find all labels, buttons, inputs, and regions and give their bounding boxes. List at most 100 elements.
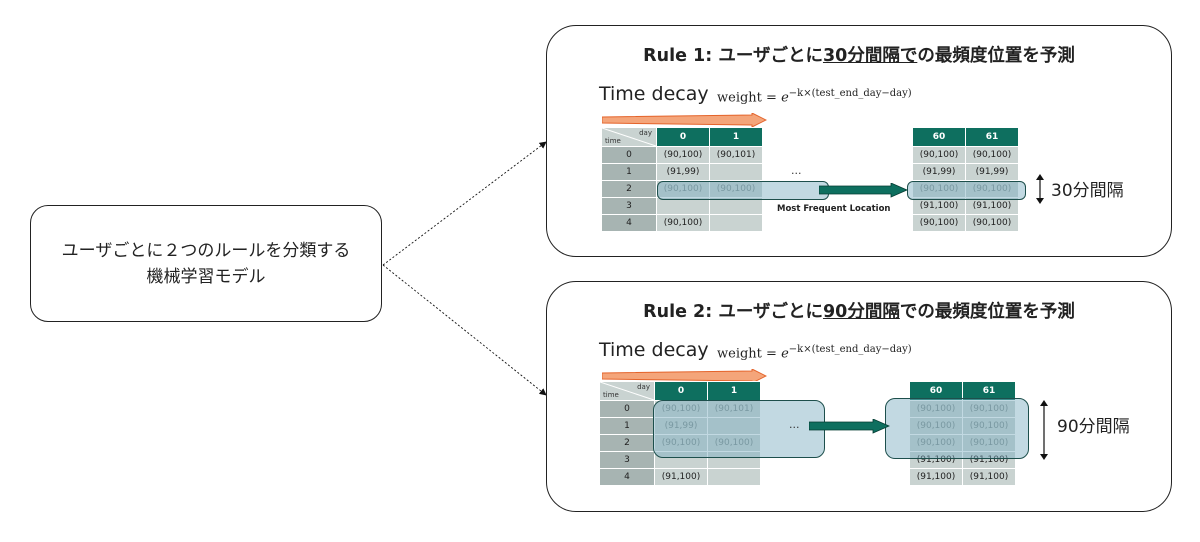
location-cell (707, 468, 761, 486)
location-cell: (91,100) (654, 468, 708, 486)
time-decay-arrow (602, 113, 767, 127)
location-cell: (91,100) (962, 451, 1016, 469)
location-cell: (90,100) (965, 180, 1019, 198)
location-cell: (91,99) (965, 163, 1019, 181)
day-header: 0 (654, 381, 708, 401)
location-cell: (90,100) (912, 214, 966, 232)
most-frequent-location-label: Most Frequent Location (777, 204, 891, 214)
table-row: (91,99)(91,99) (912, 163, 1019, 181)
location-cell (707, 451, 761, 469)
location-cell (656, 197, 710, 215)
rule2-highlight-right (885, 398, 1029, 459)
model-line1: ユーザごとに２つのルールを分類する (61, 240, 351, 261)
location-cell: (90,100) (965, 214, 1019, 232)
arrow-to-rule2 (382, 264, 547, 396)
table-row: (91,100)(91,100) (912, 197, 1019, 215)
rule2-table-right: 60 61 (90,100)(90,100) (90,100)(90,100) … (909, 381, 1016, 486)
location-cell: (91,100) (912, 197, 966, 215)
location-cell (709, 197, 763, 215)
rule1-green-arrow (819, 183, 908, 198)
day-header: 60 (912, 127, 966, 147)
rule1-interval-label: 30分間隔 (1051, 181, 1124, 201)
rule2-interval-label: 90分間隔 (1057, 417, 1130, 437)
table-row: 3 (601, 197, 763, 215)
weight-formula: weight = e−k×(test_end_day−day) (717, 344, 912, 362)
rule2-panel: Rule 2: ユーザごとに90分間隔での最頻度位置を予測 Time decay… (546, 281, 1172, 512)
table-row: (90,100)(90,100) (912, 214, 1019, 232)
time-cell: 3 (601, 197, 657, 215)
location-cell: (90,100) (656, 214, 710, 232)
rule2-highlight-left (653, 400, 825, 458)
model-line2: 機械学習モデル (146, 266, 266, 287)
time-cell: 2 (601, 180, 657, 198)
table-row: 1(91,99) (601, 163, 763, 181)
time-cell: 3 (599, 451, 655, 469)
time-decay-label: Time decay (599, 339, 709, 361)
location-cell (709, 214, 763, 232)
table-row: 1(91,99) (599, 417, 761, 435)
day-header: 1 (707, 381, 761, 401)
rule1-interval-bracket (1036, 174, 1044, 204)
day-header: 61 (962, 381, 1016, 401)
table-row: 0(90,100)(90,101) (599, 400, 761, 418)
rule1-title: Rule 1: ユーザごとに30分間隔での最頻度位置を予測 (643, 46, 1075, 66)
time-cell: 4 (601, 214, 657, 232)
location-cell (654, 451, 708, 469)
time-cell: 2 (599, 434, 655, 452)
table-header-row: 60 61 (909, 381, 1016, 401)
table-row: 2(90,100)(90,100) (599, 434, 761, 452)
rule1-panel: Rule 1: ユーザごとに30分間隔での最頻度位置を予測 Time decay… (546, 25, 1172, 257)
location-cell: (90,101) (709, 146, 763, 164)
location-cell (709, 163, 763, 181)
time-cell: 4 (599, 468, 655, 486)
location-cell (707, 417, 761, 435)
weight-formula: weight = e−k×(test_end_day−day) (717, 88, 912, 106)
location-cell: (91,99) (912, 163, 966, 181)
location-cell: (90,100) (912, 146, 966, 164)
time-cell: 1 (601, 163, 657, 181)
location-cell: (90,101) (707, 400, 761, 418)
location-cell: (90,100) (909, 417, 963, 435)
time-decay-arrow (602, 369, 767, 383)
rule2-green-arrow (809, 419, 890, 434)
location-cell: (90,100) (962, 434, 1016, 452)
time-cell: 1 (599, 417, 655, 435)
location-cell: (91,100) (965, 197, 1019, 215)
table-row: (90,100)(90,100) (909, 434, 1016, 452)
ellipsis: ... (791, 164, 802, 177)
table-row: 0(90,100)(90,101) (601, 146, 763, 164)
day-header: 0 (656, 127, 710, 147)
rule2-title: Rule 2: ユーザごとに90分間隔での最頻度位置を予測 (643, 302, 1075, 322)
location-cell: (91,100) (962, 468, 1016, 486)
rule1-highlight-left (657, 181, 829, 200)
table-row: (91,100)(91,100) (909, 468, 1016, 486)
time-cell: 0 (599, 400, 655, 418)
day-header: 1 (709, 127, 763, 147)
rule1-highlight-right (907, 181, 1026, 200)
day-header: 61 (965, 127, 1019, 147)
rule1-table-right: 60 61 (90,100)(90,100) (91,99)(91,99) (9… (912, 127, 1019, 232)
location-cell: (91,100) (909, 468, 963, 486)
table-row: 4(91,100) (599, 468, 761, 486)
time-decay-label: Time decay (599, 83, 709, 105)
table-row: (91,100)(91,100) (909, 451, 1016, 469)
time-cell: 0 (601, 146, 657, 164)
ml-model-box: ユーザごとに２つのルールを分類する 機械学習モデル (30, 205, 382, 322)
location-cell: (90,100) (912, 180, 966, 198)
table-row: (90,100)(90,100) (912, 146, 1019, 164)
table-row: 3 (599, 451, 761, 469)
table-header-row: 60 61 (912, 127, 1019, 147)
rule2-interval-bracket (1040, 400, 1048, 460)
location-cell: (90,100) (654, 400, 708, 418)
ellipsis: ... (789, 418, 800, 431)
arrow-to-rule1 (382, 141, 547, 266)
location-cell: (91,99) (656, 163, 710, 181)
table-row: (90,100)(90,100) (912, 180, 1019, 198)
location-cell: (90,100) (909, 434, 963, 452)
